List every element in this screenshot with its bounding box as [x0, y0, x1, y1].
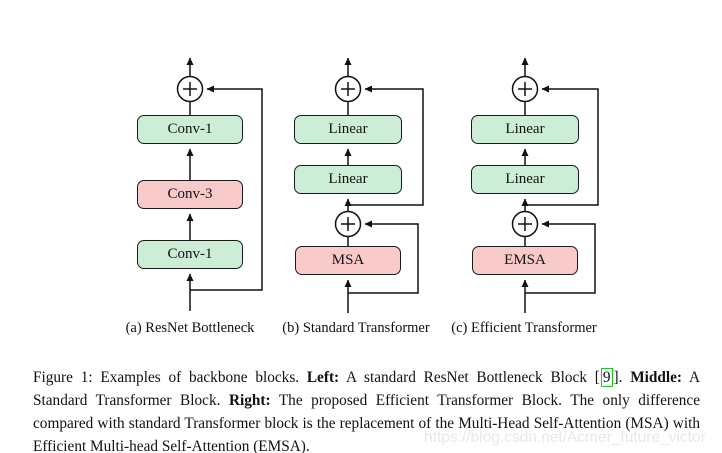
- b-add-circle-mid: [334, 210, 362, 238]
- b-block-msa-label: MSA: [331, 252, 365, 268]
- b-block-linear-top-label: Linear: [328, 121, 368, 137]
- a-block-conv1-bottom-label: Conv-1: [167, 246, 213, 262]
- a-block-conv3-label: Conv-3: [167, 186, 213, 202]
- figure-caption: Figure 1: Examples of backbone blocks. L…: [33, 366, 700, 453]
- a-add-circle: [176, 75, 204, 103]
- a-block-conv3: Conv-3: [137, 180, 243, 209]
- c-block-linear-top-label: Linear: [505, 121, 545, 137]
- c-block-linear-bottom-label: Linear: [505, 171, 545, 187]
- caption-left-text: A standard ResNet Bottleneck Block [: [339, 369, 600, 386]
- caption-middle-text: A Standard Transformer Block.: [33, 369, 700, 409]
- b-add-circle-top: [334, 75, 362, 103]
- b-block-linear-bottom-label: Linear: [328, 171, 368, 187]
- b-block-msa: MSA: [295, 246, 401, 275]
- subcaption-c: (c) Efficient Transformer: [451, 320, 597, 336]
- caption-left-label: Left:: [306, 369, 340, 386]
- caption-after-citation: ].: [613, 369, 631, 386]
- a-block-conv1-top-label: Conv-1: [167, 121, 213, 137]
- a-block-conv1-bottom: Conv-1: [137, 240, 243, 269]
- c-block-linear-top: Linear: [471, 115, 579, 144]
- caption-right-text: The proposed Efficient Transformer Block…: [33, 392, 700, 453]
- caption-prefix: Figure 1: Examples of backbone blocks.: [33, 369, 307, 386]
- watermark: https://blog.csdn.net/Acmer_future_victo…: [424, 429, 706, 446]
- subcaption-a: (a) ResNet Bottleneck: [125, 320, 255, 336]
- c-block-emsa-label: EMSA: [504, 252, 546, 268]
- caption-middle-label: Middle:: [630, 369, 683, 386]
- subcaption-b: (b) Standard Transformer: [282, 320, 430, 336]
- c-block-linear-bottom: Linear: [471, 165, 579, 194]
- c-add-circle-mid: [511, 210, 539, 238]
- caption-right-label: Right:: [228, 392, 271, 409]
- a-block-conv1-top: Conv-1: [137, 115, 243, 144]
- c-add-circle-top: [511, 75, 539, 103]
- b-block-linear-top: Linear: [294, 115, 402, 144]
- b-block-linear-bottom: Linear: [294, 165, 402, 194]
- c-block-emsa: EMSA: [472, 246, 578, 275]
- citation-9: 9: [600, 368, 613, 387]
